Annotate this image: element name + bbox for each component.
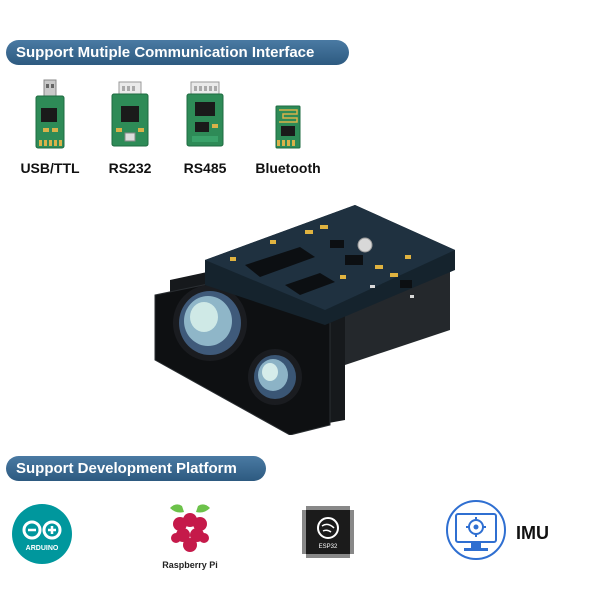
raspberry-pi-logo-icon (170, 504, 210, 552)
imu-monitor-icon (444, 500, 512, 560)
arduino-logo-text: ARDUINO (26, 545, 59, 552)
bluetooth-module-icon (248, 78, 328, 150)
usb-ttl-label: USB/TTL (20, 160, 80, 176)
rs232-module-icon (90, 78, 170, 150)
rs232-label: RS232 (108, 160, 152, 176)
esp32-chip-text: ESP32 (319, 544, 338, 550)
esp32-chip-icon: ESP32 (296, 500, 360, 564)
raspberry-pi-logo: Raspberry Pi (150, 500, 230, 570)
imu-label: IMU (516, 523, 549, 543)
laser-rangefinder-module-image (150, 185, 460, 440)
bluetooth-label: Bluetooth (255, 160, 321, 176)
raspberry-pi-label: Raspberry Pi (162, 560, 218, 570)
rs485-label: RS485 (183, 160, 227, 176)
arduino-logo-icon: ARDUINO (10, 502, 74, 566)
rs485-module-icon (165, 78, 245, 150)
platforms-banner: Support Development Platform (6, 456, 266, 481)
usb-ttl-module-icon (10, 78, 90, 150)
interfaces-banner: Support Mutiple Communication Interface (6, 40, 349, 65)
